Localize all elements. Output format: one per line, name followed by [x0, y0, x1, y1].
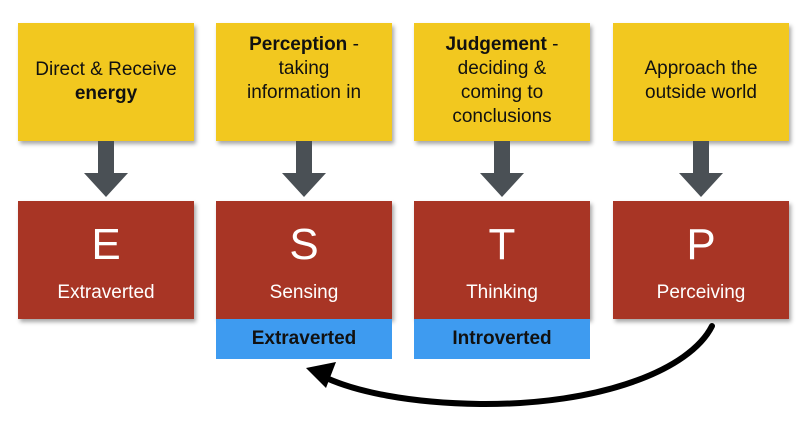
- question-box-judgement: Judgement - deciding & coming to conclus…: [414, 23, 590, 141]
- question-box-perception: Perception - taking information in: [216, 23, 392, 141]
- question-line: taking: [278, 58, 330, 79]
- question-line: conclusions: [452, 106, 552, 127]
- type-name: Sensing: [269, 282, 339, 303]
- down-arrow-icon: [282, 141, 326, 197]
- question-line: Perception -: [249, 34, 359, 55]
- question-line: outside world: [645, 82, 757, 103]
- type-name: Extraverted: [57, 282, 155, 303]
- question-line: Direct & Receive: [35, 59, 177, 80]
- question-line: information in: [246, 82, 362, 103]
- down-arrow-icon: [480, 141, 524, 197]
- question-box-energy: Direct & Receive energy: [18, 23, 194, 141]
- question-box-outside-world: Approach the outside world: [613, 23, 789, 141]
- type-box-sensing: S Sensing: [216, 201, 392, 319]
- orientation-badge-introverted: Introverted: [414, 319, 590, 359]
- dimension-column-perception: Perception - taking information in S Sen…: [216, 0, 392, 428]
- type-name: Thinking: [466, 282, 538, 303]
- type-name: Perceiving: [656, 282, 746, 303]
- down-arrow-icon: [84, 141, 128, 197]
- dimension-column-energy: Direct & Receive energy E Extraverted: [18, 0, 194, 428]
- question-line: deciding &: [457, 58, 547, 79]
- question-line: energy: [74, 83, 138, 104]
- type-letter: T: [488, 220, 516, 269]
- dimension-column-outside-world: Approach the outside world P Perceiving: [613, 0, 789, 428]
- orientation-badge-extraverted: Extraverted: [216, 319, 392, 359]
- type-box-perceiving: P Perceiving: [613, 201, 789, 319]
- type-letter: P: [686, 220, 716, 269]
- type-letter: E: [91, 220, 121, 269]
- question-line: Judgement -: [445, 34, 559, 55]
- type-letter: S: [289, 220, 319, 269]
- type-box-thinking: T Thinking: [414, 201, 590, 319]
- question-line: Approach the: [644, 58, 758, 79]
- down-arrow-icon: [679, 141, 723, 197]
- question-line: coming to: [460, 82, 544, 103]
- type-box-extraverted: E Extraverted: [18, 201, 194, 319]
- dimension-column-judgement: Judgement - deciding & coming to conclus…: [414, 0, 590, 428]
